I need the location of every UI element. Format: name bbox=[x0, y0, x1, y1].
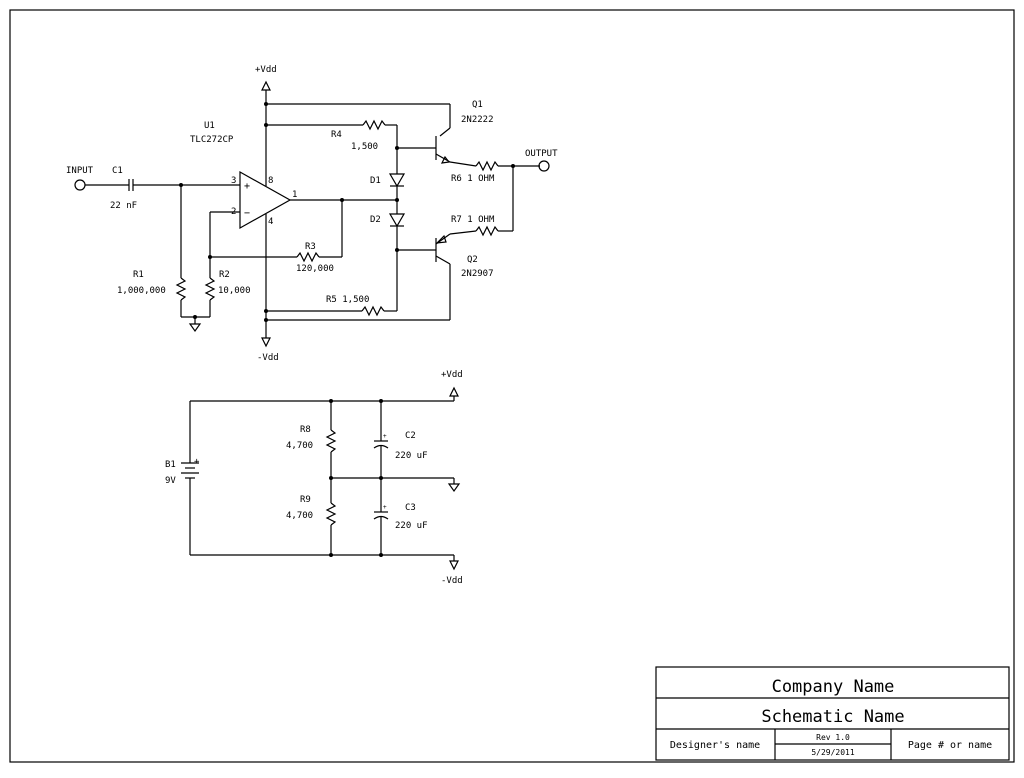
vdd-top-arrow bbox=[261, 80, 271, 91]
c1-ref: C1 bbox=[112, 166, 123, 176]
revision: Rev 1.0 bbox=[816, 733, 850, 742]
r2-ref: R2 bbox=[219, 270, 230, 280]
vdd-top-label: +Vdd bbox=[255, 65, 277, 75]
d2-ref: D2 bbox=[370, 215, 381, 225]
c2-value: 220 uF bbox=[395, 451, 428, 461]
opamp-part: TLC272CP bbox=[190, 135, 234, 145]
amplifier-circuit: INPUT C1 22 nF R1 1,000,000 R2 10,000 bbox=[66, 65, 558, 363]
r6-ref: R6 bbox=[451, 174, 462, 184]
r9-value: 4,700 bbox=[286, 511, 313, 521]
b1-ref: B1 bbox=[165, 460, 176, 470]
ps-vdd-bottom-label: -Vdd bbox=[441, 576, 463, 586]
transistor-q2 bbox=[397, 233, 451, 265]
resistor-r4 bbox=[362, 119, 386, 131]
r8-value: 4,700 bbox=[286, 441, 313, 451]
r4-ref: R4 bbox=[331, 130, 342, 140]
opamp-pin-3: 3 bbox=[231, 176, 236, 186]
opamp-pin-1: 1 bbox=[292, 190, 297, 200]
input-port bbox=[74, 179, 86, 191]
r7-ref: R7 bbox=[451, 215, 462, 225]
q2-ref: Q2 bbox=[467, 255, 478, 265]
schematic-name: Schematic Name bbox=[761, 707, 904, 727]
opamp-plus-sign: + bbox=[244, 181, 250, 192]
q1-part: 2N2222 bbox=[461, 115, 494, 125]
opamp-pin-2: 2 bbox=[231, 207, 236, 217]
capacitor-c1 bbox=[128, 179, 134, 191]
diode-d1 bbox=[388, 173, 406, 188]
c1-value: 22 nF bbox=[110, 201, 137, 211]
r1-ref: R1 bbox=[133, 270, 144, 280]
opamp-u1 bbox=[239, 170, 292, 230]
opamp-ref: U1 bbox=[204, 121, 215, 131]
input-port-label: INPUT bbox=[66, 166, 94, 176]
company-name: Company Name bbox=[772, 677, 895, 697]
r6-label: R6 1 OHM bbox=[451, 174, 495, 184]
c2-ref: C2 bbox=[405, 431, 416, 441]
r5-ref: R5 bbox=[326, 295, 337, 305]
power-supply-circuit: +Vdd + B1 9V R8 4,700 R9 4,700 bbox=[165, 370, 463, 586]
r2-value: 10,000 bbox=[218, 286, 251, 296]
ps-vdd-top-arrow bbox=[449, 386, 459, 397]
transistor-q1 bbox=[397, 136, 451, 164]
ps-vdd-top-label: +Vdd bbox=[441, 370, 463, 380]
output-port bbox=[538, 160, 550, 172]
title-block: Company Name Schematic Name Designer's n… bbox=[655, 666, 1010, 761]
opamp-minus-sign: − bbox=[244, 208, 250, 219]
c2-plus: + bbox=[383, 433, 387, 440]
c3-plus: + bbox=[383, 504, 387, 511]
b1-value: 9V bbox=[165, 476, 176, 486]
r3-value: 120,000 bbox=[296, 264, 334, 274]
q1-ref: Q1 bbox=[472, 100, 483, 110]
resistor-r9 bbox=[325, 502, 337, 526]
d1-ref: D1 bbox=[370, 176, 381, 186]
r1-value: 1,000,000 bbox=[117, 286, 166, 296]
r7-value: 1 OHM bbox=[467, 215, 495, 225]
r9-ref: R9 bbox=[300, 495, 311, 505]
r7-label: R7 1 OHM bbox=[451, 215, 495, 225]
sheet-border bbox=[9, 9, 1015, 763]
ground-symbol-amp bbox=[188, 323, 202, 333]
b1-plus: + bbox=[194, 457, 200, 467]
ps-vdd-bottom-arrow bbox=[449, 560, 459, 571]
resistor-r2 bbox=[204, 277, 216, 301]
capacitor-c2 bbox=[373, 440, 389, 449]
date: 5/29/2011 bbox=[811, 748, 855, 757]
output-port-label: OUTPUT bbox=[525, 149, 558, 159]
vdd-bottom-label: -Vdd bbox=[257, 353, 279, 363]
resistor-r6 bbox=[475, 160, 499, 172]
resistor-r3 bbox=[296, 251, 320, 263]
r5-label: R5 1,500 bbox=[326, 295, 369, 305]
opamp-pin-8: 8 bbox=[268, 176, 273, 186]
c3-ref: C3 bbox=[405, 503, 416, 513]
r5-value: 1,500 bbox=[342, 295, 369, 305]
page-name: Page # or name bbox=[908, 740, 992, 751]
q2-part: 2N2907 bbox=[461, 269, 494, 279]
r4-value: 1,500 bbox=[351, 142, 378, 152]
c3-value: 220 uF bbox=[395, 521, 428, 531]
opamp-pin-4: 4 bbox=[268, 217, 273, 227]
resistor-r5 bbox=[361, 305, 385, 317]
diode-d2 bbox=[388, 213, 406, 228]
vdd-bottom-arrow bbox=[261, 337, 271, 348]
designer-name: Designer's name bbox=[670, 740, 760, 751]
resistor-r7 bbox=[475, 225, 499, 237]
resistor-r8 bbox=[325, 429, 337, 453]
ground-symbol-ps bbox=[447, 483, 461, 493]
capacitor-c3 bbox=[373, 511, 389, 520]
resistor-r1 bbox=[175, 277, 187, 301]
r3-ref: R3 bbox=[305, 242, 316, 252]
r8-ref: R8 bbox=[300, 425, 311, 435]
r6-value: 1 OHM bbox=[467, 174, 495, 184]
